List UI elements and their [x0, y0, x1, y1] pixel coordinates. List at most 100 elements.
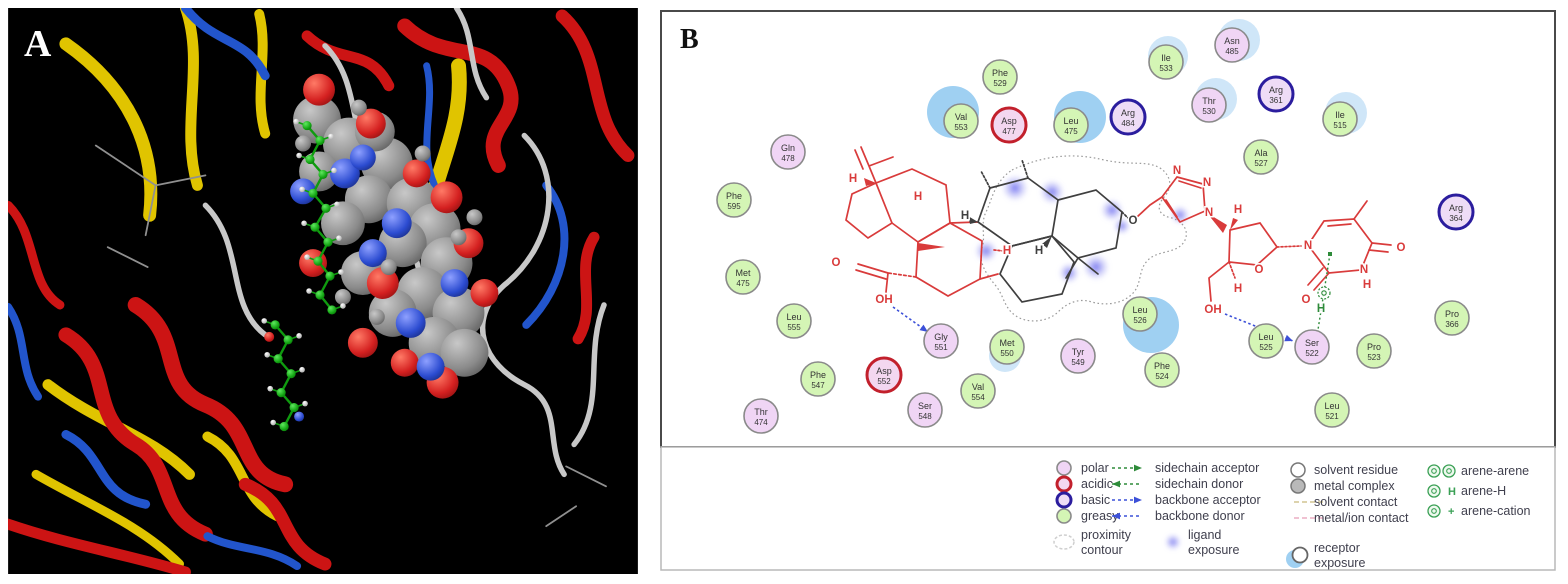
residue-gln-478 — [770, 134, 806, 170]
hydrogen-atom — [306, 288, 312, 294]
carbon-atom — [323, 237, 333, 247]
residue-leu-526 — [1122, 296, 1158, 332]
residue-circles: Phe529Ile533Asn485Arg361Thr530Arg484Val5… — [716, 27, 1475, 434]
carbon-atom — [308, 188, 318, 198]
atom-label-n: N — [1173, 165, 1181, 177]
legend-receptor-exposure-circle — [1291, 546, 1309, 564]
hydrogen-atom — [331, 167, 337, 174]
residue-thr-530 — [1191, 87, 1227, 123]
residue-arg-361 — [1257, 75, 1295, 113]
atom-label-n: N — [1304, 240, 1312, 252]
ligand-exposure-spot — [1101, 199, 1123, 221]
atom-label-o: O — [1129, 215, 1138, 227]
residue-number: 553 — [954, 123, 968, 132]
residue-name: Thr — [754, 407, 768, 417]
arene-glyph — [1427, 484, 1441, 498]
residue-phe-595 — [716, 182, 752, 218]
cpk-spheres — [290, 73, 499, 399]
legend-label: contour — [1081, 543, 1123, 557]
residue-asn-485 — [1214, 27, 1250, 63]
residue-name: Tyr — [1072, 347, 1085, 357]
legend-arene-glyph-text: + — [1448, 506, 1454, 518]
ligand-exposure-spot — [1040, 180, 1064, 204]
residue-number: 533 — [1159, 64, 1173, 73]
residue-number: 552 — [877, 377, 891, 386]
legend-label: solvent residue — [1314, 463, 1398, 477]
residue-ser-522 — [1294, 329, 1330, 365]
residue-name: Leu — [1063, 116, 1078, 126]
residue-number: 484 — [1121, 119, 1135, 128]
carbon-atom — [315, 135, 325, 146]
atom-label-h: H — [849, 173, 857, 185]
residue-pro-366 — [1434, 300, 1470, 336]
residue-name: Met — [735, 268, 751, 278]
hydrogen-atom — [338, 269, 344, 275]
carbon-atom — [327, 305, 337, 315]
ligand-exposure-spot — [975, 240, 997, 262]
residue-number: 547 — [811, 381, 825, 390]
residue-met-475 — [725, 259, 761, 295]
arene-glyph-dot — [1446, 468, 1452, 474]
legend-label: proximity — [1081, 528, 1132, 542]
hydrogen-atom — [299, 186, 305, 193]
residue-number: 548 — [918, 412, 932, 421]
ligand-3d-ball-stick — [261, 118, 346, 432]
arene-ring-glyph-dot — [1321, 290, 1327, 296]
residue-leu-525 — [1248, 323, 1284, 359]
residue-number: 527 — [1254, 159, 1268, 168]
residue-asp-552 — [865, 356, 903, 394]
residue-leu-555 — [776, 303, 812, 339]
carbon-atom — [310, 222, 320, 232]
arrowhead — [1112, 480, 1120, 488]
panel-b-label: B — [680, 24, 699, 55]
hydrogen-atom — [293, 118, 299, 125]
legend-label: metal complex — [1314, 479, 1395, 493]
arene-glyph-dot — [1431, 508, 1437, 514]
residue-name: Phe — [1154, 361, 1170, 371]
hydrogen-atom — [267, 385, 273, 392]
atom-label-oh: OH — [1204, 304, 1221, 316]
ligand-exposure-spot — [1083, 254, 1109, 280]
residue-ile-533 — [1148, 44, 1184, 80]
residue-name: Asp — [876, 366, 892, 376]
residue-number: 551 — [934, 343, 948, 352]
legend-label: acidic — [1081, 477, 1113, 491]
residue-name: Arg — [1121, 108, 1135, 118]
atom-label-o: O — [1255, 264, 1264, 276]
residue-name: Phe — [992, 68, 1008, 78]
hydrogen-atom — [299, 366, 305, 373]
residue-number: 485 — [1225, 47, 1239, 56]
hydrogen-atom — [336, 235, 342, 241]
legend-label: arene-H — [1461, 484, 1506, 498]
residue-leu-475 — [1053, 107, 1089, 143]
residue-ala-527 — [1243, 139, 1279, 175]
hydrogen-atom — [264, 351, 270, 358]
carbon-atom — [289, 403, 299, 413]
arene-ring-glyph — [1317, 286, 1331, 300]
residue-tyr-549 — [1060, 338, 1096, 374]
residue-number: 595 — [727, 202, 741, 211]
ligand-exposure-spots — [975, 175, 1189, 283]
residue-number: 364 — [1449, 214, 1463, 223]
residue-leu-521 — [1314, 392, 1350, 428]
arene-glyph-dot — [1431, 488, 1437, 494]
residue-name: Leu — [1132, 305, 1147, 315]
residue-number: 361 — [1269, 96, 1283, 105]
carbon-atom — [315, 290, 325, 300]
atom-label-h: H — [1363, 279, 1371, 291]
arrowhead — [1134, 496, 1142, 504]
hydrogen-atom — [340, 303, 346, 309]
residue-number: 549 — [1071, 358, 1085, 367]
arene-glyph — [1427, 504, 1441, 518]
residue-name: Phe — [726, 191, 742, 201]
legend-proximity-glyph — [1053, 534, 1075, 550]
legend-label: exposure — [1188, 543, 1239, 557]
atom-label-n: N — [1360, 264, 1368, 276]
ligand-exposure-spot — [1114, 218, 1130, 234]
residue-name: Gln — [781, 143, 795, 153]
residue-ser-548 — [907, 392, 943, 428]
residue-val-554 — [960, 373, 996, 409]
residue-thr-474 — [743, 398, 779, 434]
arene-anchor-dot — [1328, 252, 1332, 256]
